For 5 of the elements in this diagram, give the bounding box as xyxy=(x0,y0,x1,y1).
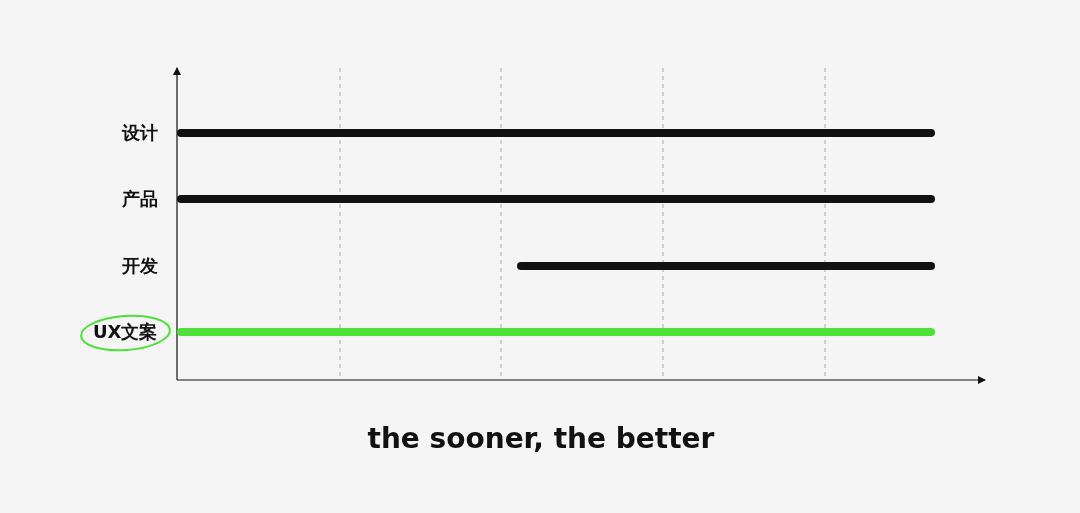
caption: the sooner, the better xyxy=(367,422,715,456)
row-label: 开发 xyxy=(122,255,158,277)
row-label: 设计 xyxy=(122,122,158,144)
row-label: UX文案 xyxy=(93,321,158,343)
row-label: 产品 xyxy=(122,188,158,210)
